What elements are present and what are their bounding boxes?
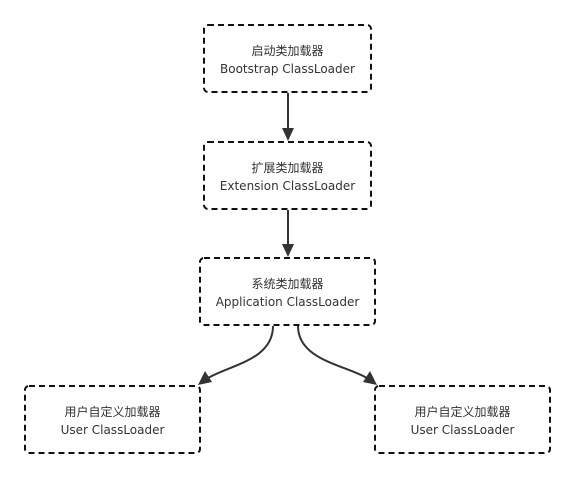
edge-application-user-right [297,325,377,385]
node-extension-subtitle: Extension ClassLoader [220,179,355,193]
node-bootstrap-subtitle: Bootstrap ClassLoader [220,62,355,76]
node-user-right[interactable]: 用户自定义加载器 User ClassLoader [374,385,551,454]
node-extension-title: 扩展类加载器 [251,161,323,175]
node-user-left[interactable]: 用户自定义加载器 User ClassLoader [24,385,201,454]
edge-extension-application [282,210,294,257]
node-application-title: 系统类加载器 [251,277,323,291]
node-user-right-title: 用户自定义加载器 [414,404,510,419]
node-bootstrap[interactable]: 启动类加载器 Bootstrap ClassLoader [203,24,372,93]
node-user-left-title: 用户自定义加载器 [64,404,160,419]
node-bootstrap-title: 启动类加载器 [251,44,323,58]
edge-bootstrap-extension [282,93,294,141]
node-user-right-subtitle: User ClassLoader [411,423,515,437]
edge-application-user-left [198,325,274,385]
node-application[interactable]: 系统类加载器 Application ClassLoader [199,257,376,326]
node-application-subtitle: Application ClassLoader [216,295,360,309]
node-user-left-subtitle: User ClassLoader [61,423,165,437]
node-extension[interactable]: 扩展类加载器 Extension ClassLoader [203,141,372,210]
